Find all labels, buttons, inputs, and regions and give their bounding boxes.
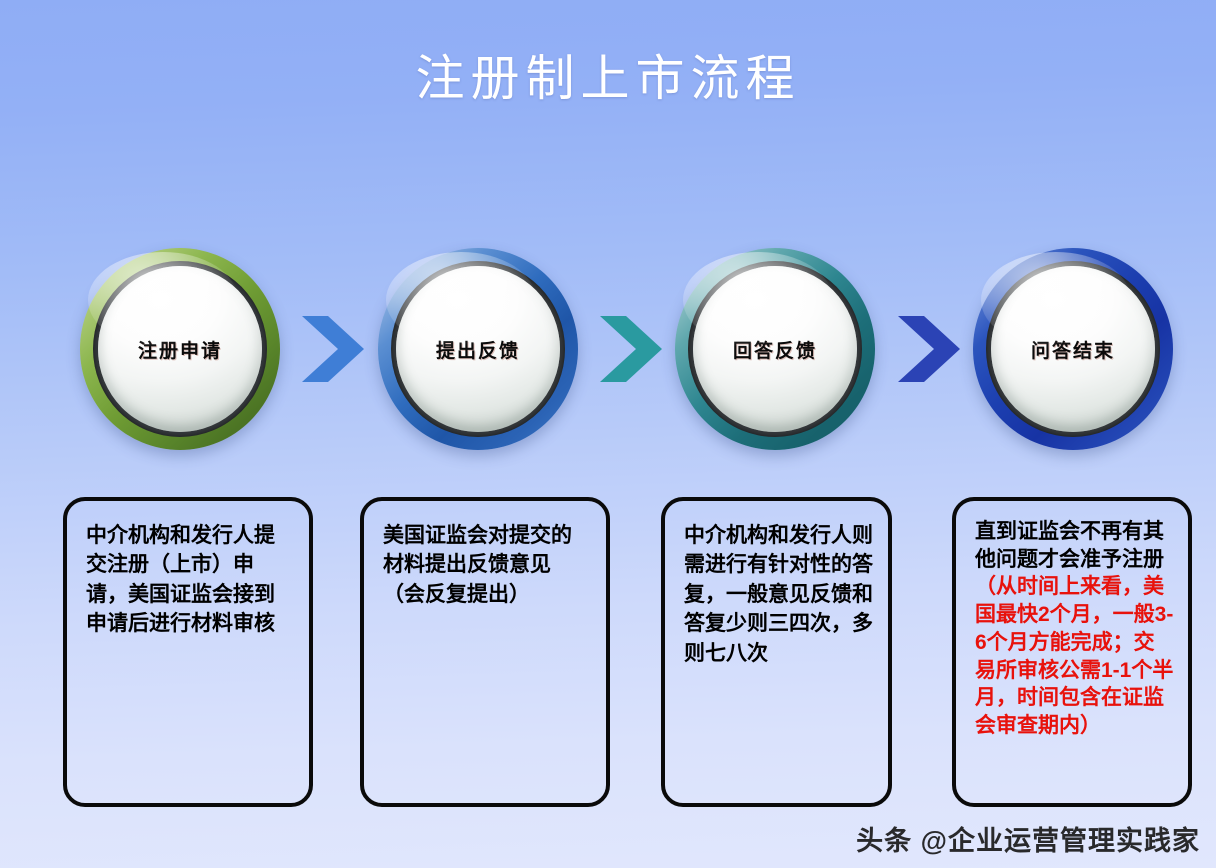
node-face: 注册申请 <box>98 266 262 432</box>
flow-node-answer-feedback[interactable]: 回答反馈 <box>675 248 875 450</box>
flow-node-label: 提出反馈 <box>435 340 520 362</box>
flow-node-label: 回答反馈 <box>732 340 817 362</box>
description-text-red: （从时间上来看，美国最快2个月，一般3-6个月方能完成；交易所审核公需1-1个半… <box>975 575 1174 738</box>
chevron-arrow-3-icon <box>894 310 964 388</box>
flow-node-label: 注册申请 <box>137 340 222 362</box>
node-face: 提出反馈 <box>396 266 560 432</box>
description-box-3: 中介机构和发行人则需进行有针对性的答复，一般意见反馈和答复少则三四次，多则七八次 <box>661 497 892 807</box>
chevron-arrow-1-icon <box>298 310 368 388</box>
description-box-2: 美国证监会对提交的材料提出反馈意见（会反复提出） <box>360 497 610 807</box>
chevron-arrow-2-icon <box>596 310 666 388</box>
description-text-black: 直到证监会不再有其他问题才会准予注册 <box>975 520 1164 571</box>
description-text: 中介机构和发行人提交注册（上市）申请，美国证监会接到申请后进行材料审核 <box>86 524 275 636</box>
flow-node-label: 问答结束 <box>1030 340 1115 362</box>
page-title: 注册制上市流程 <box>415 51 801 106</box>
flow-node-issue-feedback[interactable]: 提出反馈 <box>378 248 578 450</box>
description-text: 美国证监会对提交的材料提出反馈意见（会反复提出） <box>383 524 572 606</box>
description-box-1: 中介机构和发行人提交注册（上市）申请，美国证监会接到申请后进行材料审核 <box>63 497 313 807</box>
flow-node-qa-finished[interactable]: 问答结束 <box>973 248 1173 450</box>
flow-node-registration-application[interactable]: 注册申请 <box>80 248 280 450</box>
watermark: 头条 @企业运营管理实践家 <box>856 826 1200 856</box>
node-face: 问答结束 <box>991 266 1155 432</box>
description-box-4: 直到证监会不再有其他问题才会准予注册（从时间上来看，美国最快2个月，一般3-6个… <box>952 497 1192 807</box>
description-text: 中介机构和发行人则需进行有针对性的答复，一般意见反馈和答复少则三四次，多则七八次 <box>684 524 873 665</box>
node-face: 回答反馈 <box>693 266 857 432</box>
